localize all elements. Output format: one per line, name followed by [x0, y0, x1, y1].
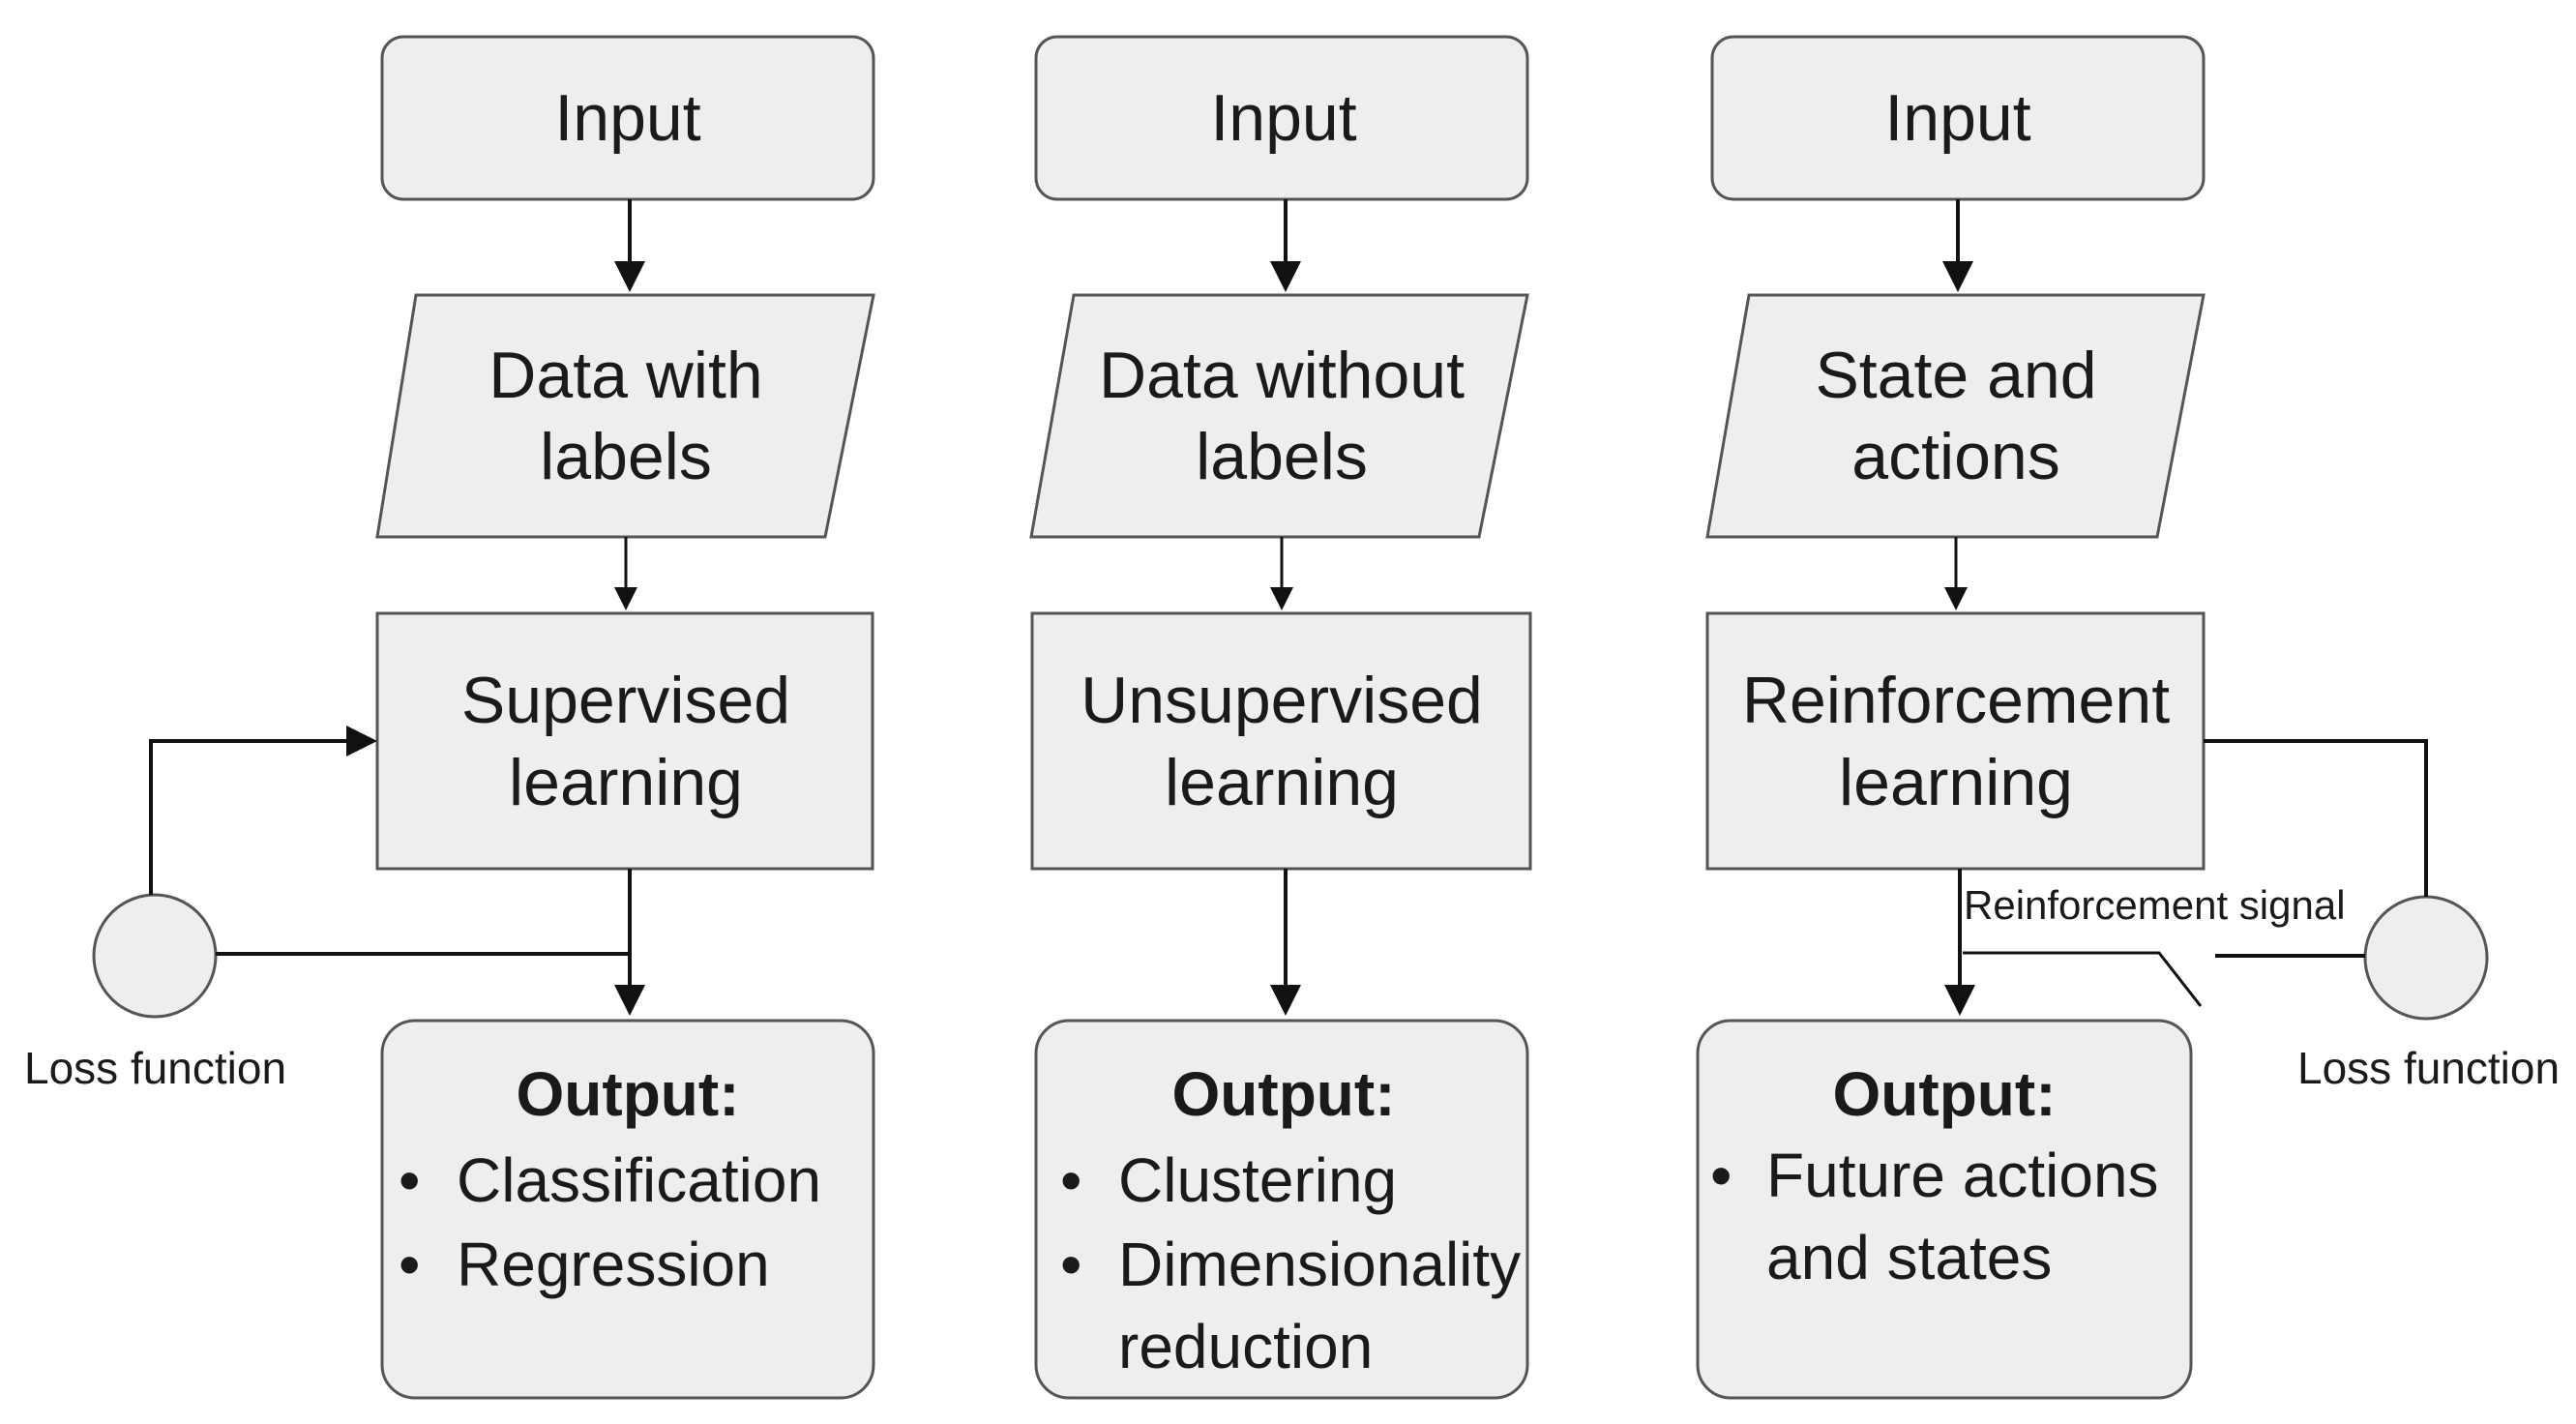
output-item-regression: Regression [457, 1230, 770, 1299]
loss-feedback-right: Reinforcement signal Loss function [1963, 739, 2560, 1093]
method-label-line2: learning [509, 746, 743, 819]
output-item-reduction: reduction [1118, 1312, 1373, 1381]
supervised-column: Input Data with labels Supervised learni… [24, 35, 875, 1400]
data-label-line2: labels [1196, 420, 1368, 493]
method-label-line1: Reinforcement [1742, 664, 2170, 737]
output-item-and-states: and states [1766, 1223, 2052, 1292]
output-box-unsupervised: Output: • Clustering • Dimensionality re… [1034, 1019, 1529, 1400]
method-to-loss-line [2204, 739, 2428, 897]
bullet-icon: • [1060, 1145, 1081, 1215]
output-title: Output: [1833, 1059, 2057, 1129]
loss-function-label-left: Loss function [24, 1043, 286, 1093]
method-label-line2: learning [1165, 746, 1399, 819]
input-box-unsupervised: Input [1034, 35, 1529, 201]
data-box-unsupervised: Data without labels [1029, 293, 1529, 539]
output-item-clustering: Clustering [1118, 1145, 1397, 1215]
output-title: Output: [517, 1059, 740, 1129]
output-item-classification: Classification [457, 1145, 821, 1215]
bullet-icon: • [1060, 1230, 1081, 1299]
data-label-line1: State and [1815, 339, 2096, 412]
bullet-icon: • [399, 1145, 420, 1215]
data-label-line2: labels [540, 420, 712, 493]
reinforcement-column: Input State and actions Reinforcement le… [1696, 35, 2560, 1400]
output-title: Output: [1172, 1059, 1396, 1129]
method-box-reinforcement: Reinforcement learning [1705, 611, 2206, 871]
loss-feedback-left: Loss function [24, 726, 630, 1093]
loss-function-circle-right [2363, 895, 2489, 1021]
output-item-dimensionality: Dimensionality [1118, 1230, 1521, 1299]
input-label: Input [1210, 81, 1356, 155]
loss-to-method-arrow [149, 726, 377, 895]
input-label: Input [1884, 81, 2030, 155]
input-box-reinforcement: Input [1710, 35, 2206, 201]
output-box-supervised: Output: • Classification • Regression [380, 1019, 875, 1400]
data-label-line1: Data without [1099, 339, 1465, 412]
loss-function-label-right: Loss function [2297, 1043, 2560, 1093]
input-label: Input [554, 81, 700, 155]
method-box-unsupervised: Unsupervised learning [1030, 611, 1532, 871]
data-label-line1: Data with [489, 339, 762, 412]
data-box-supervised: Data with labels [375, 293, 875, 539]
reinforcement-signal-line [1963, 951, 2203, 1007]
method-box-supervised: Supervised learning [375, 611, 874, 871]
bullet-icon: • [1710, 1141, 1732, 1210]
data-label-line2: actions [1851, 420, 2059, 493]
output-box-reinforcement: Output: • Future actions and states [1696, 1019, 2193, 1400]
unsupervised-column: Input Data without labels Unsupervised l… [1029, 35, 1532, 1400]
method-label-line2: learning [1839, 746, 2073, 819]
input-box-supervised: Input [380, 35, 875, 201]
output-item-future-actions: Future actions [1766, 1141, 2159, 1210]
method-label-line1: Unsupervised [1081, 664, 1483, 737]
loss-function-circle-left [92, 893, 218, 1019]
reinforcement-signal-label: Reinforcement signal [1964, 882, 2346, 928]
bullet-icon: • [399, 1230, 420, 1299]
data-box-reinforcement: State and actions [1705, 293, 2206, 539]
method-label-line1: Supervised [461, 664, 790, 737]
